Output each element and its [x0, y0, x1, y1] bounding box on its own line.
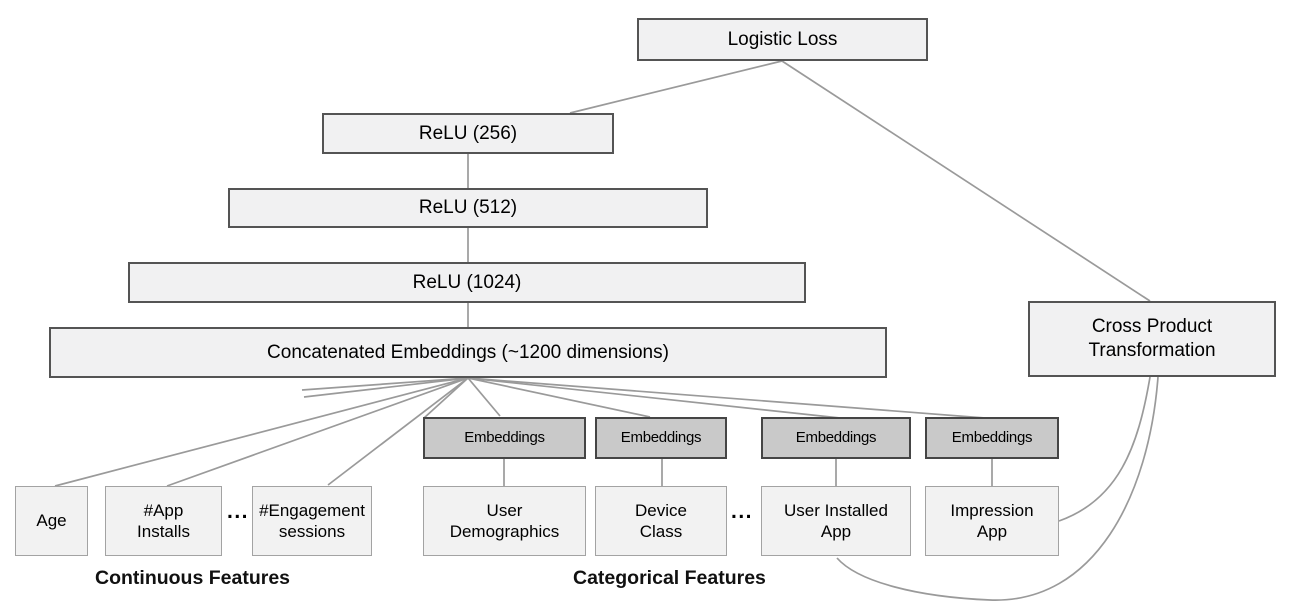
- node-impression-app: Impression App: [925, 486, 1059, 556]
- edge-loss-to-relu256: [569, 60, 783, 114]
- node-concatenated-embeddings: Concatenated Embeddings (~1200 dimension…: [49, 327, 887, 378]
- node-user-installed-app: User Installed App: [761, 486, 911, 556]
- edge-loss-to-crossproduct: [781, 60, 1151, 302]
- label-continuous-features: Continuous Features: [95, 567, 291, 589]
- edge-concat-emb1-corner: [423, 377, 469, 419]
- edge-concat-emb1: [467, 377, 501, 417]
- node-app-installs: #App Installs: [105, 486, 222, 556]
- node-logistic-loss: Logistic Loss: [637, 18, 928, 61]
- node-embeddings-4: Embeddings: [925, 417, 1059, 459]
- node-cross-product-transformation: Cross Product Transformation: [1028, 301, 1276, 377]
- node-embeddings-2: Embeddings: [595, 417, 727, 459]
- edge-concat-emb4: [467, 377, 986, 419]
- edge-crossproduct-impressionapp: [1058, 376, 1151, 522]
- node-relu-512: ReLU (512): [228, 188, 708, 228]
- edge-concat-engagement: [327, 377, 469, 486]
- node-embeddings-3: Embeddings: [761, 417, 911, 459]
- edge-concat-emb3: [467, 377, 841, 419]
- node-user-demographics: User Demographics: [423, 486, 586, 556]
- node-relu-1024: ReLU (1024): [128, 262, 806, 303]
- edge-concat-age: [54, 377, 469, 487]
- continuous-ellipsis: ...: [227, 500, 250, 523]
- edge-concat-stray-a: [301, 377, 469, 391]
- edge-concat-appinstalls: [166, 377, 469, 487]
- edge-crossproduct-installedapp: [836, 376, 1159, 601]
- node-device-class: Device Class: [595, 486, 727, 556]
- node-engagement-sessions: #Engagement sessions: [252, 486, 372, 556]
- edge-concat-emb2: [467, 377, 651, 418]
- node-relu-256: ReLU (256): [322, 113, 614, 154]
- node-embeddings-1: Embeddings: [423, 417, 586, 459]
- node-age: Age: [15, 486, 88, 556]
- label-categorical-features: Categorical Features: [573, 567, 766, 589]
- edge-concat-stray-b: [303, 377, 469, 398]
- categorical-ellipsis: ...: [731, 500, 754, 523]
